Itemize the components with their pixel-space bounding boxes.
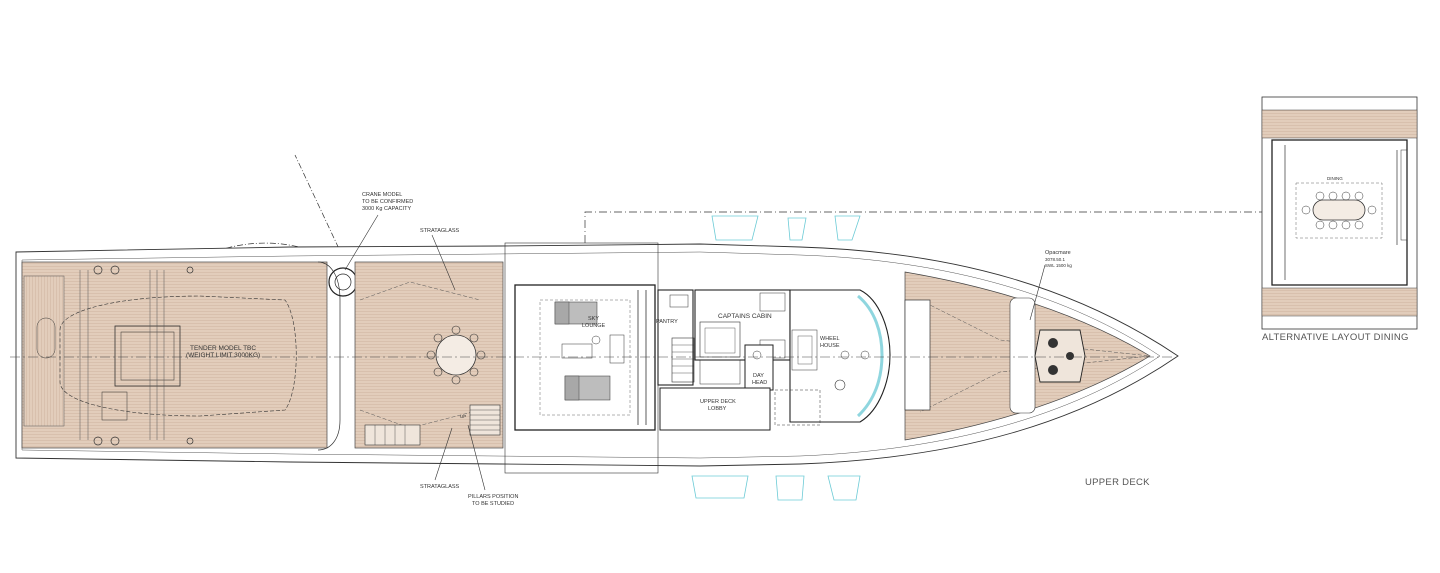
pillars-label-2: TO BE STUDIED bbox=[472, 501, 514, 507]
lobby-label-1: UPPER DECK bbox=[700, 399, 736, 405]
sky-lounge-label-1: SKY bbox=[588, 316, 599, 322]
opacmare-label-2: 3078.50.1 bbox=[1045, 257, 1066, 262]
internal-stairs bbox=[671, 337, 695, 383]
wheel-house-room bbox=[789, 289, 891, 423]
opacmare-label-1: Opacmare bbox=[1045, 250, 1071, 256]
wheel-house-label-2: HOUSE bbox=[820, 343, 840, 349]
alt-dining-panel bbox=[1261, 96, 1418, 330]
opacmare-label-3: SWL 1500 kg bbox=[1045, 263, 1072, 268]
pillars-label-1: PILLARS POSITION bbox=[468, 494, 518, 500]
captains-cabin-room bbox=[694, 289, 791, 361]
strataglass-bottom-label: STRATAGLASS bbox=[420, 484, 460, 490]
alt-layout-dining-title: ALTERNATIVE LAYOUT DINING bbox=[1262, 332, 1409, 343]
tender-label-1: TENDER MODEL TBC bbox=[190, 345, 256, 352]
tender-label-2: (WEIGHT LIMIT 3000KG) bbox=[186, 352, 260, 359]
pantry-label: PANTRY bbox=[656, 319, 678, 325]
opacmare-crane-base bbox=[1034, 329, 1086, 383]
crane-label-1: CRANE MODEL bbox=[362, 192, 402, 198]
captains-cabin-label: CAPTAINS CABIN bbox=[718, 313, 772, 320]
window-outlines bbox=[691, 215, 861, 501]
round-table bbox=[426, 325, 486, 385]
wheel-house-label-1: WHEEL bbox=[820, 336, 840, 342]
day-head-label-1: DAY bbox=[753, 373, 764, 379]
upper-deck-title: UPPER DECK bbox=[1085, 477, 1150, 488]
crane-label-2: TO BE CONFIRMED bbox=[362, 199, 413, 205]
stairs-aft bbox=[469, 404, 501, 436]
dining-table bbox=[1312, 199, 1366, 221]
alt-layout-leader-line bbox=[584, 211, 1262, 243]
dining-label: DINING bbox=[1327, 176, 1343, 181]
day-head-room bbox=[744, 344, 774, 391]
up-label: UP bbox=[460, 414, 466, 419]
lobby-label-2: LOBBY bbox=[708, 406, 727, 412]
day-head-label-2: HEAD bbox=[752, 380, 767, 386]
sky-lounge-label-2: LOUNGE bbox=[582, 323, 606, 329]
upper-deck-lobby-room bbox=[659, 387, 771, 431]
crane-label-3: 3000 Kg CAPACITY bbox=[362, 206, 411, 212]
pantry-room bbox=[657, 289, 694, 386]
tender-outline bbox=[59, 295, 297, 417]
aft-tender-deck bbox=[21, 261, 328, 449]
strataglass-top-label: STRATAGLASS bbox=[420, 228, 460, 234]
